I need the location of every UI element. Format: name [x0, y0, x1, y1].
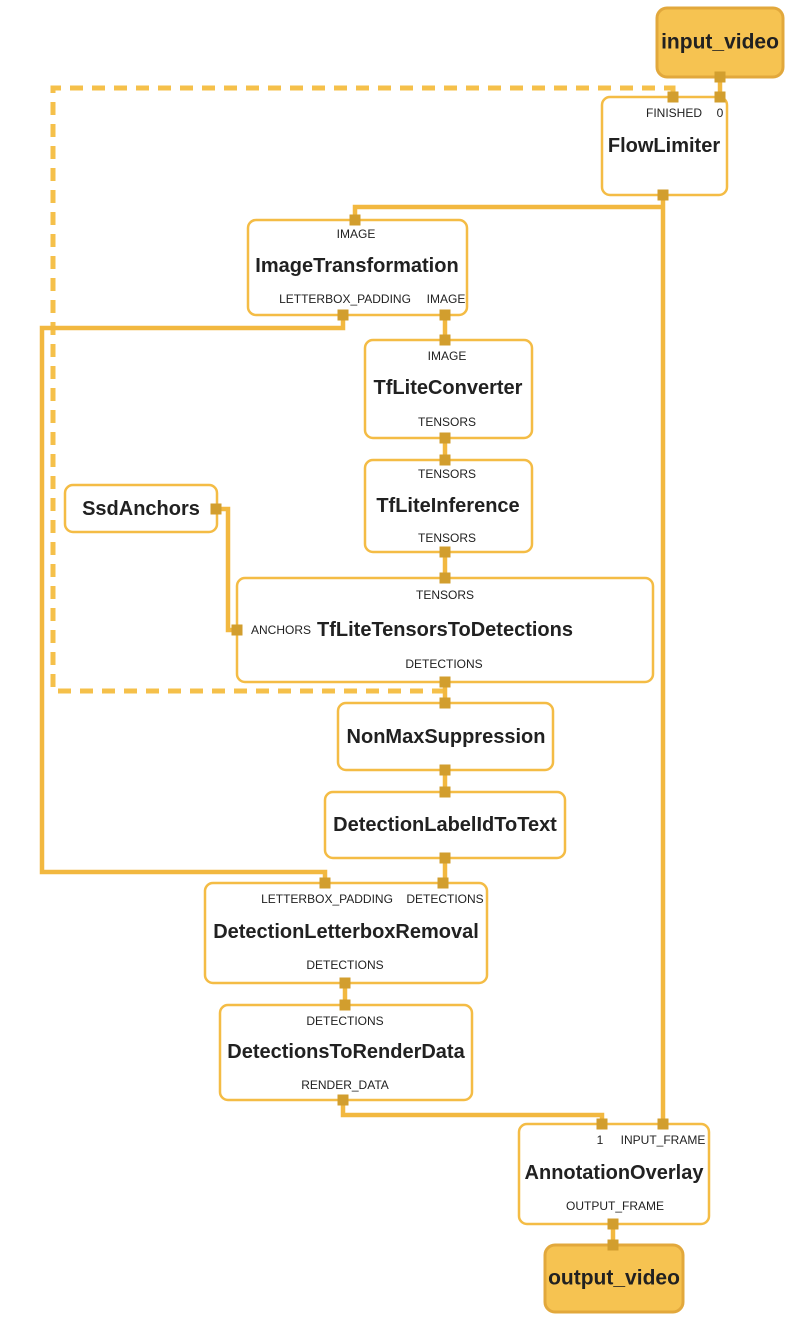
- port-square: [439, 764, 451, 776]
- port-square: [439, 432, 451, 444]
- port-square: [439, 454, 451, 466]
- node-image-transformation-port-label: LETTERBOX_PADDING: [279, 292, 411, 306]
- port-square: [231, 624, 243, 636]
- node-tflite-converter-title: TfLiteConverter: [374, 377, 523, 399]
- node-tflite-converter-port-label: TENSORS: [418, 415, 476, 429]
- port-square: [439, 786, 451, 798]
- port-square: [337, 309, 349, 321]
- node-flow-limiter-port-label: 0: [717, 106, 724, 120]
- node-annotation-overlay-port-label: OUTPUT_FRAME: [566, 1199, 664, 1213]
- node-detection-label-id-to-text: DetectionLabelIdToText: [323, 790, 567, 860]
- node-tflite-tensors-to-detections-port-label: TENSORS: [416, 588, 474, 602]
- port-square: [439, 546, 451, 558]
- node-detections-to-render-data-title: DetectionsToRenderData: [227, 1041, 465, 1063]
- port-square: [339, 999, 351, 1011]
- node-annotation-overlay: AnnotationOverlay 1 INPUT_FRAME OUTPUT_FRAM…: [517, 1122, 711, 1226]
- node-output-video: output_video: [543, 1243, 685, 1314]
- node-detection-letterbox-removal-port-label: DETECTIONS: [306, 958, 383, 972]
- node-detection-letterbox-removal-port-label: DETECTIONS: [406, 892, 483, 906]
- node-output-video-title: output_video: [548, 1267, 680, 1290]
- port-square: [437, 877, 449, 889]
- node-detection-letterbox-removal-port-label: LETTERBOX_PADDING: [261, 892, 393, 906]
- port-square: [439, 572, 451, 584]
- port-square: [337, 1094, 349, 1106]
- edge-ssd-anchors-to-anchors: [216, 506, 237, 633]
- back-edge-detections-feedback-to-flowlimiter-finished: [50, 85, 676, 694]
- node-tflite-tensors-to-detections-port-label: ANCHORS: [251, 623, 311, 637]
- node-input-video: input_video: [655, 6, 785, 79]
- port-square: [657, 1118, 669, 1130]
- node-non-max-suppression: NonMaxSuppression: [336, 701, 555, 772]
- node-annotation-overlay-port-label: INPUT_FRAME: [621, 1133, 706, 1147]
- port-square: [607, 1239, 619, 1251]
- node-ssd-anchors-title: SsdAnchors: [82, 498, 200, 520]
- port-square: [657, 189, 669, 201]
- node-image-transformation-title: ImageTransformation: [255, 255, 458, 277]
- edge-render-data-to-annotation-1: [340, 1100, 605, 1124]
- node-detection-label-id-to-text-title: DetectionLabelIdToText: [333, 814, 557, 836]
- node-annotation-overlay-title: AnnotationOverlay: [525, 1162, 705, 1184]
- node-image-transformation-port-label: IMAGE: [427, 292, 466, 306]
- port-square: [339, 977, 351, 989]
- node-tflite-inference-title: TfLiteInference: [376, 495, 519, 517]
- port-square: [607, 1218, 619, 1230]
- node-tflite-tensors-to-detections: TfLiteTensorsToDetections TENSORS ANCHORS D…: [235, 576, 655, 684]
- node-tflite-tensors-to-detections-port-label: DETECTIONS: [405, 657, 482, 671]
- node-annotation-overlay-port-label: 1: [597, 1133, 604, 1147]
- node-detection-letterbox-removal-title: DetectionLetterboxRemoval: [213, 921, 479, 943]
- port-square: [210, 503, 222, 515]
- port-square: [439, 697, 451, 709]
- node-input-video-title: input_video: [661, 31, 779, 54]
- node-tflite-tensors-to-detections-title: TfLiteTensorsToDetections: [317, 619, 573, 641]
- node-tflite-inference-port-label: TENSORS: [418, 467, 476, 481]
- port-square: [596, 1118, 608, 1130]
- port-square: [714, 91, 726, 103]
- node-image-transformation: ImageTransformationIMAGELETTERBOX_PADDIN…: [246, 218, 469, 317]
- port-square: [439, 676, 451, 688]
- port-square: [439, 309, 451, 321]
- node-detections-to-render-data: DetectionsToRenderData DETECTIONS RENDER_D…: [218, 1003, 474, 1102]
- port-square: [667, 91, 679, 103]
- edge-letterbox-padding-to-letterbox-removal: [39, 315, 346, 883]
- node-flow-limiter-port-label: FINISHED: [646, 106, 702, 120]
- node-tflite-converter: TfLiteConverter IMAGE TENSORS: [363, 338, 534, 440]
- node-detections-to-render-data-port-label: DETECTIONS: [306, 1014, 383, 1028]
- node-flow-limiter: FlowLimiter FINISHED 0: [600, 95, 729, 197]
- node-ssd-anchors: SsdAnchors: [63, 483, 219, 534]
- port-square: [439, 852, 451, 864]
- port-square: [349, 214, 361, 226]
- node-detections-to-render-data-port-label: RENDER_DATA: [301, 1078, 389, 1092]
- port-square: [319, 877, 331, 889]
- node-image-transformation-port-label: IMAGE: [337, 227, 376, 241]
- node-non-max-suppression-title: NonMaxSuppression: [347, 726, 546, 748]
- node-flow-limiter-title: FlowLimiter: [608, 135, 720, 157]
- node-detection-letterbox-removal: DetectionLetterboxRemoval LETTERBOX_PADDI…: [203, 881, 489, 985]
- edge-flowlimiter-to-image-transformation: [352, 204, 663, 220]
- port-square: [714, 71, 726, 83]
- node-tflite-inference-port-label: TENSORS: [418, 531, 476, 545]
- node-tflite-converter-port-label: IMAGE: [428, 349, 467, 363]
- port-square: [439, 334, 451, 346]
